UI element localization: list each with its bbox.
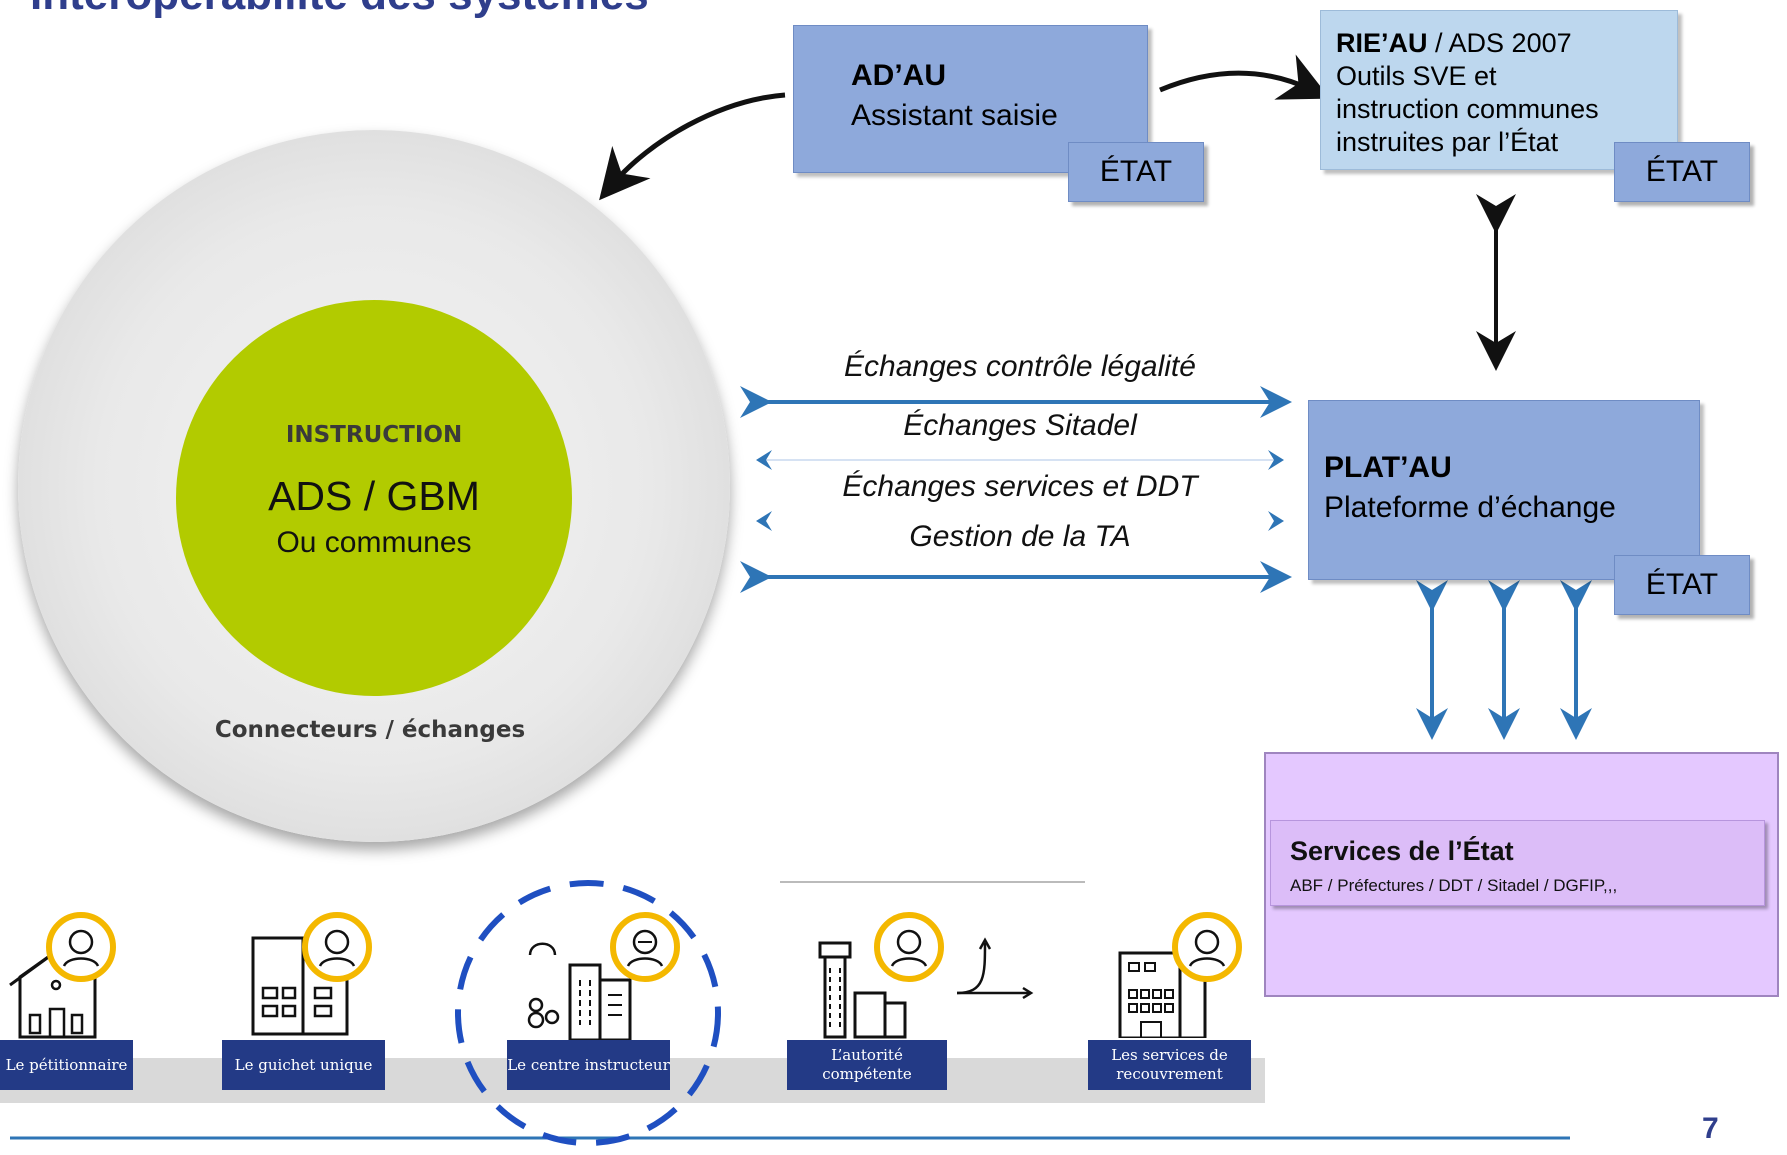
rieau-name-suffix: / ADS 2007: [1427, 28, 1572, 58]
person-avatar-icon: [46, 912, 116, 982]
rieau-line-2: Outils SVE et: [1336, 61, 1497, 91]
role-services-recouvrement: Les services de recouvrement: [1088, 1040, 1251, 1090]
ring-label: Connecteurs / échanges: [214, 717, 526, 743]
adau-etat-badge: ÉTAT: [1068, 142, 1204, 202]
arrow-exchange-2-left: [756, 450, 772, 470]
services-title: Services de l’État: [1290, 836, 1514, 866]
arrow-adau-to-rieau: [1159, 54, 1331, 100]
services-inner-box: [1270, 820, 1765, 906]
role-autorite-competente: L’autorité compétente: [787, 1040, 947, 1090]
adau-name: AD’AU: [851, 59, 946, 92]
rieau-line-1: RIE’AU / ADS 2007: [1336, 27, 1599, 60]
instruction-circle: [176, 300, 572, 696]
exchange-label-4: Gestion de la TA: [909, 520, 1131, 553]
platau-name: PLAT’AU: [1324, 451, 1452, 484]
platau-subtitle: Plateforme d’échange: [1324, 491, 1616, 524]
arrow-exchange-2-right: [1268, 450, 1284, 470]
person-avatar-icon: [874, 912, 944, 982]
exchange-label-1: Échanges contrôle légalité: [844, 350, 1196, 383]
services-subtitle: ABF / Préfectures / DDT / Sitadel / DGFI…: [1290, 876, 1618, 895]
role-centre-instructeur: Le centre instructeur: [507, 1040, 670, 1090]
person-avatar-icon: [302, 912, 372, 982]
instruction-main: ADS / GBM: [268, 473, 480, 519]
arrow-adau-to-instruction: [599, 92, 786, 201]
role-guichet-unique: Le guichet unique: [222, 1040, 385, 1090]
exchange-label-2: Échanges Sitadel: [903, 409, 1137, 442]
page-number: 7: [1702, 1112, 1719, 1145]
rieau-text: RIE’AU / ADS 2007 Outils SVE et instruct…: [1336, 27, 1599, 159]
person-avatar-icon: [1172, 912, 1242, 982]
rieau-line-4: instruites par l’État: [1336, 127, 1559, 157]
highlight-dashed-circle: [455, 880, 721, 1146]
arrow-exchange-3-left: [756, 511, 772, 531]
city-park-icon: [527, 942, 632, 1040]
rieau-etat-badge: ÉTAT: [1614, 142, 1750, 202]
adau-subtitle: Assistant saisie: [851, 99, 1058, 132]
city-hall-icon: [818, 941, 907, 1039]
platau-etat-badge: ÉTAT: [1614, 555, 1750, 615]
instruction-heading: INSTRUCTION: [285, 422, 463, 448]
arrow-exchange-3-right: [1268, 511, 1284, 531]
instruction-sub: Ou communes: [276, 526, 472, 559]
role-petitionnaire: Le pétitionnaire: [0, 1040, 133, 1090]
platau-box: [1308, 400, 1700, 580]
branch-arrow-icon: [956, 937, 1034, 1000]
page-title: Interopérabilité des systèmes: [30, 0, 649, 20]
exchange-label-3: Échanges services et DDT: [842, 470, 1198, 503]
rieau-line-3: instruction communes: [1336, 94, 1599, 124]
person-avatar-icon: [610, 912, 680, 982]
rieau-name: RIE’AU: [1336, 28, 1428, 58]
